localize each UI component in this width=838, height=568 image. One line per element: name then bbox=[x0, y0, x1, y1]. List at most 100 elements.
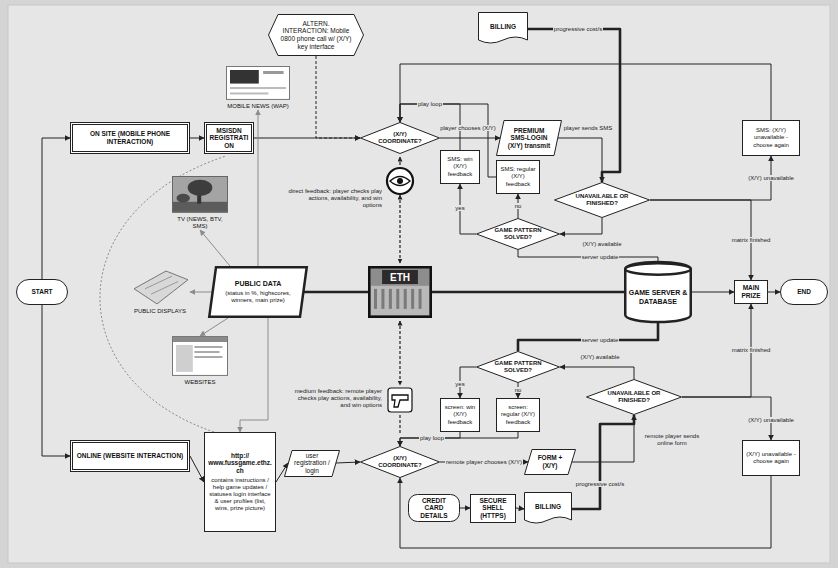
box-outline bbox=[497, 161, 540, 194]
node-title: UNAVAILABLE OR FINISHED? bbox=[572, 193, 632, 207]
edge-label: no bbox=[514, 203, 523, 210]
dashed-feedback-line bbox=[399, 157, 400, 166]
text-wrapper: MSISDN REGISTRATION bbox=[204, 122, 254, 154]
icon-bar bbox=[230, 92, 268, 94]
node-title: MSISDN REGISTRATION bbox=[209, 127, 249, 150]
node-outline bbox=[172, 336, 228, 386]
connector bbox=[316, 56, 360, 138]
icon-frame bbox=[227, 67, 290, 100]
diamond-outline bbox=[477, 352, 560, 383]
box-outline bbox=[497, 399, 540, 432]
photo-sign bbox=[382, 270, 418, 284]
text-wrapper: TV (NEWS, BTV, SMS) bbox=[172, 176, 228, 230]
diamond-outline bbox=[477, 219, 560, 250]
media-icon: TV (NEWS, BTV, SMS) bbox=[172, 176, 228, 230]
text-wrapper: MAIN PRIZE bbox=[734, 280, 768, 304]
connector bbox=[258, 110, 259, 266]
node-title: SECURE SHELL (HTTPS) bbox=[473, 497, 513, 520]
dashed-feedback-line bbox=[399, 195, 400, 263]
text-wrapper: PREMIUM SMS-LOGIN (X/Y) transmit bbox=[496, 120, 562, 156]
connector bbox=[572, 415, 634, 462]
text-wrapper: screen: win (X/Y) feedback bbox=[440, 398, 480, 432]
node-outline bbox=[172, 176, 228, 230]
connector bbox=[336, 462, 360, 463]
media-icon: MOBILE NEWS (WAP) bbox=[226, 66, 290, 110]
edge-label: play loop bbox=[417, 101, 443, 108]
note-label: medium feedback: remote player checks pl… bbox=[288, 388, 382, 410]
parallelogram-outline bbox=[525, 450, 576, 475]
terminal-pill: START bbox=[16, 279, 68, 305]
node-title: user registration / login bbox=[293, 452, 331, 475]
input-parallelogram: FORM + (X/Y) bbox=[524, 449, 576, 475]
box-outline bbox=[71, 123, 190, 154]
pill-outline bbox=[17, 280, 68, 305]
edge-label: matrix finished bbox=[731, 347, 772, 354]
dashed-feedback-line bbox=[399, 321, 400, 385]
icon-line bbox=[151, 282, 178, 295]
node-title: screen: regular (X/Y) feedback bbox=[499, 404, 537, 425]
icon-sidebar bbox=[176, 345, 193, 372]
icon-frame bbox=[173, 177, 228, 213]
connector bbox=[190, 138, 204, 139]
edge-label: (X/Y) available bbox=[579, 354, 620, 361]
node-title: FORM + (X/Y) bbox=[533, 454, 567, 469]
input-parallelogram: PREMIUM SMS-LOGIN (X/Y) transmit bbox=[496, 120, 562, 156]
edge-label: progressive cost/s bbox=[553, 26, 603, 33]
connector bbox=[400, 476, 771, 548]
edge-label: player chooses (X/Y) bbox=[439, 125, 497, 132]
icon-bar bbox=[194, 351, 219, 353]
node-title: GAME SERVER & DATABASE bbox=[628, 289, 688, 306]
node-title: SMS: regular (X/Y) feedback bbox=[499, 166, 537, 187]
node-body: (status in %, highscores, winners, main … bbox=[217, 290, 299, 304]
decision-diamond: GAME PATTERN SOLVED? bbox=[476, 351, 560, 383]
node-title: WEBSITES bbox=[184, 379, 215, 386]
decision-diamond: GAME PATTERN SOLVED? bbox=[476, 218, 560, 250]
parallelogram-outline bbox=[209, 267, 307, 317]
edge-label: (X/Y) available bbox=[581, 241, 622, 248]
connector bbox=[304, 291, 368, 294]
box-outline bbox=[441, 151, 480, 184]
billing-document: BILLING bbox=[478, 12, 528, 46]
node-title: GAME PATTERN SOLVED? bbox=[492, 360, 544, 374]
node-title: END bbox=[797, 288, 811, 296]
text-wrapper: GAME PATTERN SOLVED? bbox=[476, 218, 560, 250]
text-wrapper: GAME SERVER & DATABASE bbox=[624, 262, 692, 322]
node-title: MAIN PRIZE bbox=[737, 284, 765, 299]
node-title: PUBLIC DISPLAYS bbox=[134, 308, 186, 315]
connector bbox=[190, 292, 212, 293]
data-parallelogram: PUBLIC DATA(status in %, highscores, win… bbox=[208, 266, 308, 318]
node-title: MOBILE NEWS (WAP) bbox=[227, 103, 288, 110]
box-inner-outline bbox=[207, 125, 252, 152]
diamond-outline bbox=[361, 123, 440, 154]
pointer-icon bbox=[388, 388, 412, 412]
connector bbox=[518, 322, 658, 351]
text-wrapper: PUBLIC DATA(status in %, highscores, win… bbox=[208, 266, 308, 318]
icon-bar bbox=[194, 356, 222, 358]
feedback-box: screen: win (X/Y) feedback bbox=[440, 398, 480, 432]
photo-column bbox=[381, 289, 384, 309]
text-wrapper: END bbox=[780, 279, 828, 305]
connector bbox=[518, 250, 658, 262]
box-outline bbox=[441, 399, 480, 432]
photo-column bbox=[374, 289, 377, 309]
feedback-box: SMS: regular (X/Y) feedback bbox=[496, 160, 540, 194]
parallelogram-outline bbox=[285, 450, 340, 476]
connector bbox=[440, 138, 500, 139]
connector bbox=[516, 508, 524, 509]
edge-label: yes bbox=[454, 381, 465, 388]
text-wrapper: UNAVAILABLE OR FINISHED? bbox=[554, 182, 650, 218]
text-wrapper: screen: regular (X/Y) feedback bbox=[496, 398, 540, 432]
node-title: ONLINE (WEBSITE INTERACTION) bbox=[77, 452, 184, 460]
edge-label: (X/Y) unavailable bbox=[747, 175, 795, 182]
node-title: BILLING bbox=[490, 23, 516, 31]
photo-column bbox=[404, 289, 407, 309]
node-title: ALTERN. INTERACTION: Mobile 0800 phone c… bbox=[280, 20, 352, 51]
entry-box: ONLINE (WEBSITE INTERACTION) bbox=[70, 440, 190, 472]
box-outline bbox=[735, 281, 768, 304]
node-title: screen: win (X/Y) feedback bbox=[443, 404, 477, 425]
cylinder-body bbox=[625, 262, 691, 322]
box-inner-outline bbox=[73, 443, 188, 470]
photo-facade bbox=[371, 286, 429, 315]
decision-diamond: (X/Y) COORDINATE? bbox=[360, 122, 440, 154]
